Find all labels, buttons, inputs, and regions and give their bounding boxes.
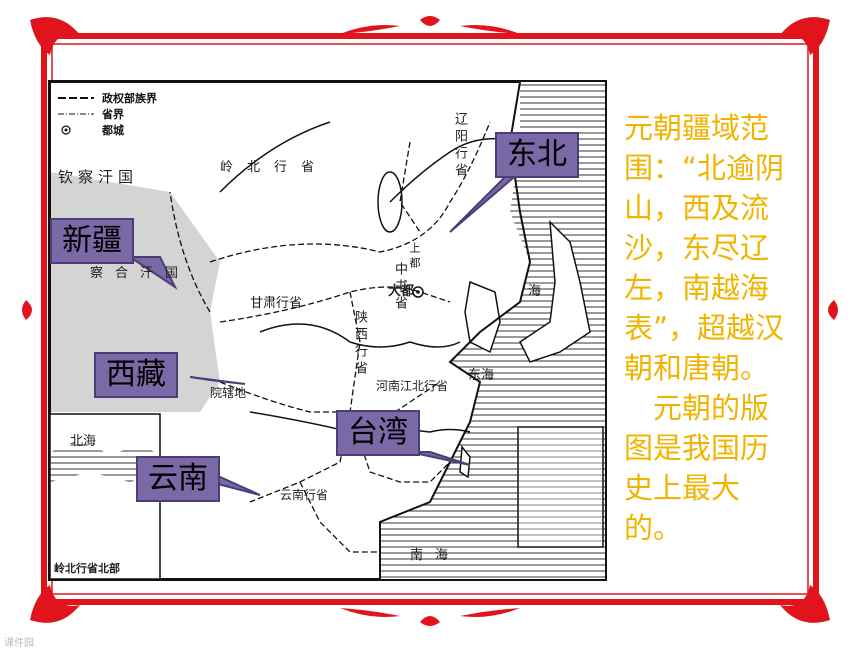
legend-capital-dot (64, 128, 68, 132)
frame-border-outer (41, 33, 819, 605)
ornament-top-left (30, 17, 80, 55)
label-lingbei-inset: 岭北行省北部 (54, 560, 120, 576)
ornament-right-center (828, 300, 838, 320)
ornament-top-center (340, 16, 520, 34)
corner-ornaments (22, 16, 838, 626)
ornament-bottom-right (780, 585, 830, 623)
callout-xinjiang: 新疆 (50, 218, 134, 264)
label-shangdu: 上都 (408, 242, 421, 272)
capital-dadu-dot (416, 290, 420, 294)
lake (377, 171, 403, 233)
ornament-bottom-left (30, 585, 80, 623)
label-dadu: 大都 (388, 284, 415, 299)
capital-dadu-symbol (412, 286, 424, 298)
label-sea-hai: 海 (528, 284, 542, 299)
label-gansu: 甘肃行省 (250, 296, 303, 311)
ornament-bottom-center (340, 608, 520, 626)
inset-south-sea-hatch (518, 427, 603, 547)
legend-capital-symbol (61, 125, 71, 135)
label-beihai: 北海 (70, 434, 97, 449)
label-henan: 河南江北行省 (376, 379, 449, 393)
ornament-left-center (22, 300, 32, 320)
label-shaanxi: 陕西行省 (352, 310, 367, 378)
callout-dongbei: 东北 (495, 132, 579, 178)
callout-tail-xizang (189, 376, 246, 385)
callout-yunnan: 云南 (136, 456, 220, 502)
legend-province-text: 省界 (102, 108, 124, 121)
explanation-paragraph-2: 元朝的版图是我国历史上最大的。 (624, 391, 770, 545)
explanation-paragraph-1: 元朝疆域范围：“北逾阴山，西及流沙，东尽辽左，南越海表”，超越汉朝和唐朝。 (624, 111, 785, 385)
label-nanhai: 南海 (410, 548, 461, 563)
korea-land (464, 280, 501, 354)
label-chagatai: 察合汗国 (90, 266, 191, 281)
callout-tails (126, 171, 523, 496)
ornament-top-right (780, 17, 830, 55)
explanation-text: 元朝疆域范围：“北逾阴山，西及流沙，东尽辽左，南越海表”，超越汉朝和唐朝。 元朝… (624, 108, 796, 548)
label-qincha: 钦察汗国 (58, 168, 139, 186)
callout-tail-taiwan (409, 451, 471, 466)
label-donghai: 东海 (468, 368, 495, 383)
label-xuanzheng: 院辖地 (210, 386, 247, 400)
label-zhongshu: 中书省 (392, 262, 407, 313)
label-yunnan-province: 云南行省 (280, 488, 329, 502)
callout-taiwan: 台湾 (336, 410, 420, 456)
japan-land (519, 220, 591, 363)
label-liaoyang: 辽阳行省 (452, 112, 467, 180)
yuan-dynasty-map: 政权部族界 省界 都城 钦察汗国 岭北行省 辽阳行省 察合汗国 甘肃行省 陕西行… (48, 80, 607, 581)
callout-xizang: 西藏 (94, 352, 178, 398)
footer-watermark: 课件园 (4, 638, 34, 649)
legend-boundary-text: 政权部族界 (102, 92, 157, 105)
inset-beihai-sea (50, 442, 160, 482)
label-lingbei: 岭北行省 (220, 160, 329, 175)
legend-capital-text: 都城 (102, 124, 124, 137)
callout-tail-xinjiang (126, 256, 178, 290)
